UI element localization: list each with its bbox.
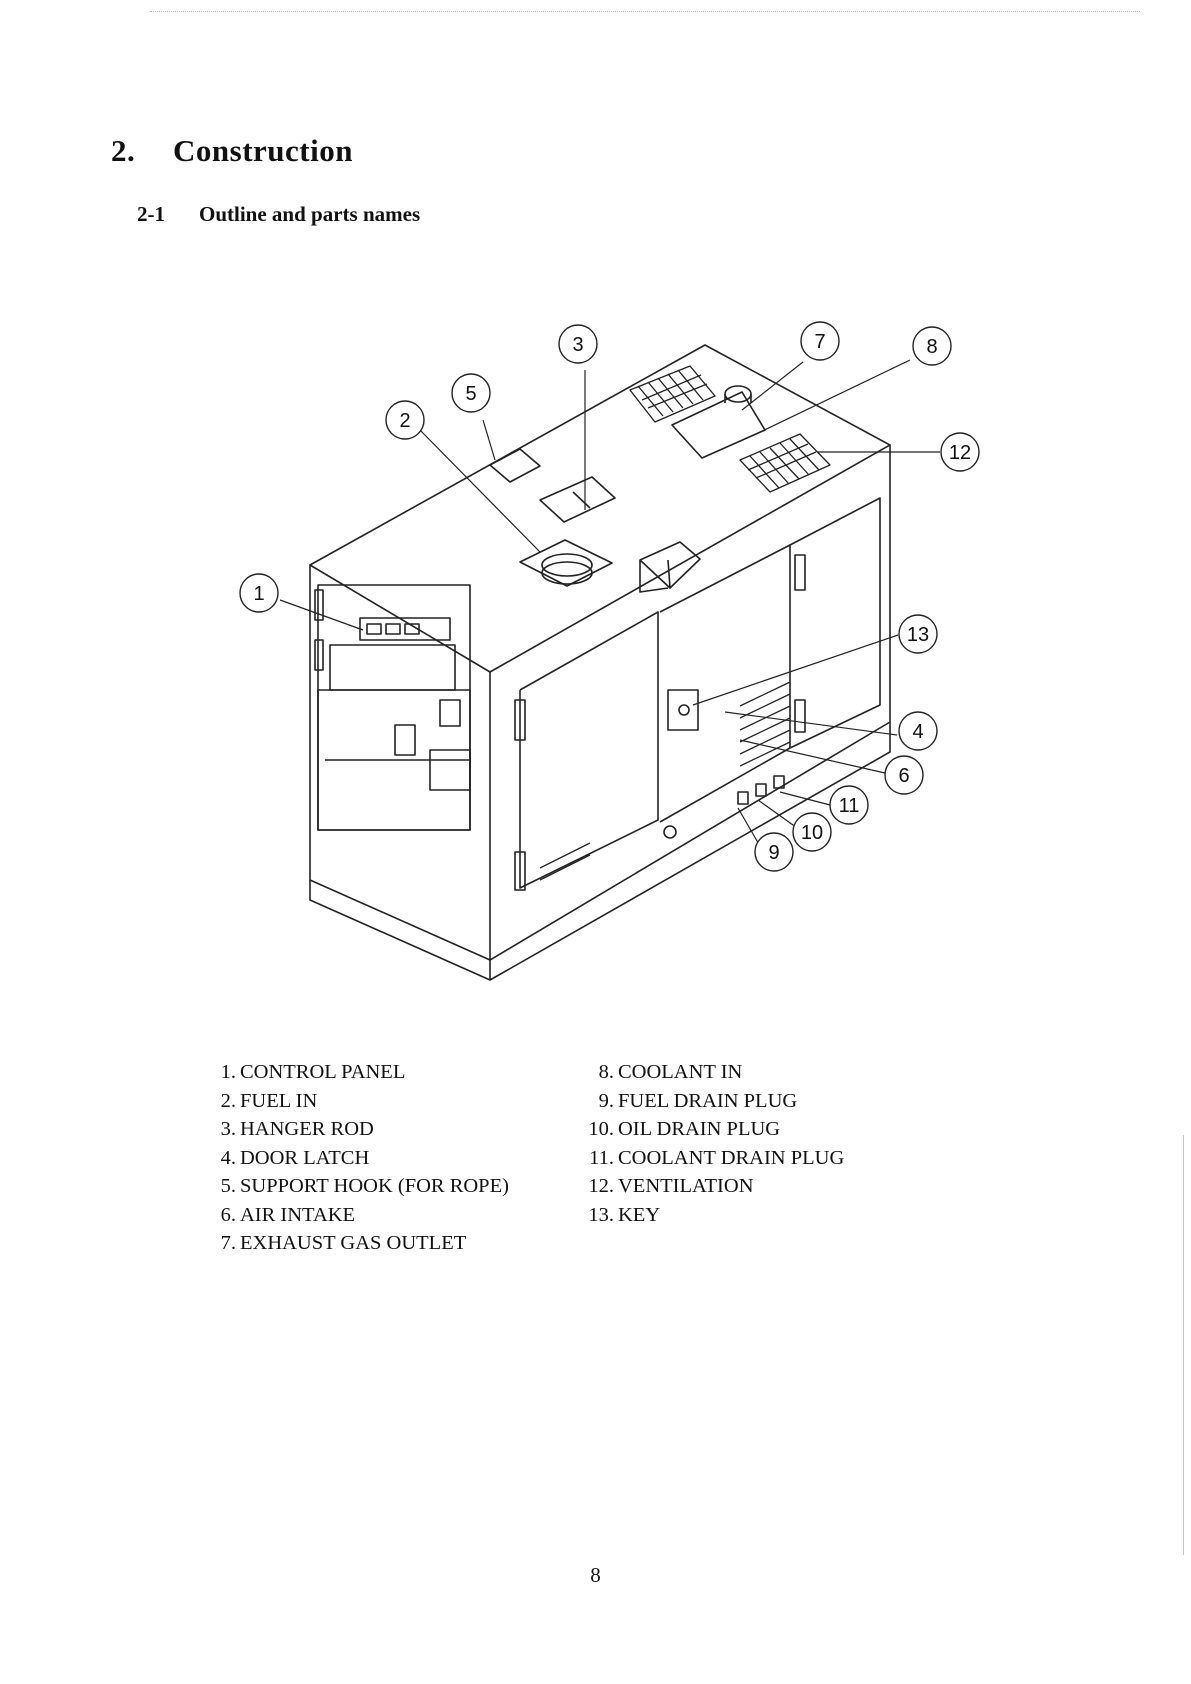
part-number: 3. <box>212 1115 236 1144</box>
parts-list-item: 12.VENTILATION <box>580 1172 844 1201</box>
callout-5: 5 <box>452 374 490 412</box>
parts-list-left: 1.CONTROL PANEL 2.FUEL IN 3.HANGER ROD 4… <box>212 1058 509 1258</box>
parts-list-item: 10.OIL DRAIN PLUG <box>580 1115 844 1144</box>
part-name: FUEL DRAIN PLUG <box>618 1090 797 1112</box>
part-name: OIL DRAIN PLUG <box>618 1118 780 1140</box>
part-name: DOOR LATCH <box>240 1147 369 1169</box>
page-number: 8 <box>0 1563 1191 1588</box>
callout-label: 9 <box>768 842 779 864</box>
callout-7: 7 <box>801 322 839 360</box>
callout-4: 4 <box>899 712 937 750</box>
callout-label: 13 <box>907 624 929 646</box>
callout-label: 12 <box>949 442 971 464</box>
parts-list-item: 1.CONTROL PANEL <box>212 1058 509 1087</box>
callout-8: 8 <box>913 327 951 365</box>
part-name: EXHAUST GAS OUTLET <box>240 1232 466 1254</box>
part-name: SUPPORT HOOK (FOR ROPE) <box>240 1175 509 1197</box>
part-number: 7. <box>212 1229 236 1258</box>
callout-1: 1 <box>240 574 278 612</box>
callout-label: 4 <box>912 721 923 743</box>
callout-label: 10 <box>801 822 823 844</box>
parts-list-item: 6.AIR INTAKE <box>212 1201 509 1230</box>
generator-outline-diagram: 1 2 3 4 5 6 7 8 9 10 11 12 13 <box>0 0 1191 1000</box>
part-name: VENTILATION <box>618 1175 754 1197</box>
parts-list-item: 2.FUEL IN <box>212 1087 509 1116</box>
part-number: 9. <box>580 1087 614 1116</box>
part-name: CONTROL PANEL <box>240 1061 405 1083</box>
part-number: 5. <box>212 1172 236 1201</box>
callout-10: 10 <box>793 813 831 851</box>
callout-label: 3 <box>572 334 583 356</box>
callout-2: 2 <box>386 401 424 439</box>
part-name: FUEL IN <box>240 1090 317 1112</box>
callout-12: 12 <box>941 433 979 471</box>
parts-list-item: 4.DOOR LATCH <box>212 1144 509 1173</box>
callout-3: 3 <box>559 325 597 363</box>
callout-6: 6 <box>885 756 923 794</box>
parts-list-item: 5.SUPPORT HOOK (FOR ROPE) <box>212 1172 509 1201</box>
part-name: COOLANT IN <box>618 1061 742 1083</box>
parts-list-right: 8.COOLANT IN 9.FUEL DRAIN PLUG 10.OIL DR… <box>580 1058 844 1229</box>
parts-list-item: 13.KEY <box>580 1201 844 1230</box>
parts-list-item: 3.HANGER ROD <box>212 1115 509 1144</box>
part-number: 10. <box>580 1115 614 1144</box>
callout-label: 5 <box>465 383 476 405</box>
callout-label: 7 <box>814 331 825 353</box>
parts-list-item: 9.FUEL DRAIN PLUG <box>580 1087 844 1116</box>
part-number: 12. <box>580 1172 614 1201</box>
part-name: HANGER ROD <box>240 1118 374 1140</box>
parts-list-item: 11.COOLANT DRAIN PLUG <box>580 1144 844 1173</box>
part-name: AIR INTAKE <box>240 1204 355 1226</box>
callout-label: 1 <box>253 583 264 605</box>
callout-9: 9 <box>755 833 793 871</box>
callout-label: 2 <box>399 410 410 432</box>
part-name: COOLANT DRAIN PLUG <box>618 1147 844 1169</box>
part-number: 11. <box>580 1144 614 1173</box>
part-number: 6. <box>212 1201 236 1230</box>
part-number: 4. <box>212 1144 236 1173</box>
callout-label: 11 <box>839 795 860 817</box>
callout-11: 11 <box>830 786 868 824</box>
generator-body <box>310 345 890 980</box>
part-number: 1. <box>212 1058 236 1087</box>
callout-label: 8 <box>926 336 937 358</box>
part-name: KEY <box>618 1204 660 1226</box>
part-number: 2. <box>212 1087 236 1116</box>
part-number: 13. <box>580 1201 614 1230</box>
parts-list-item: 8.COOLANT IN <box>580 1058 844 1087</box>
parts-list-item: 7.EXHAUST GAS OUTLET <box>212 1229 509 1258</box>
callout-13: 13 <box>899 615 937 653</box>
part-number: 8. <box>580 1058 614 1087</box>
scan-margin-line <box>1183 1135 1184 1555</box>
callout-label: 6 <box>898 765 909 787</box>
